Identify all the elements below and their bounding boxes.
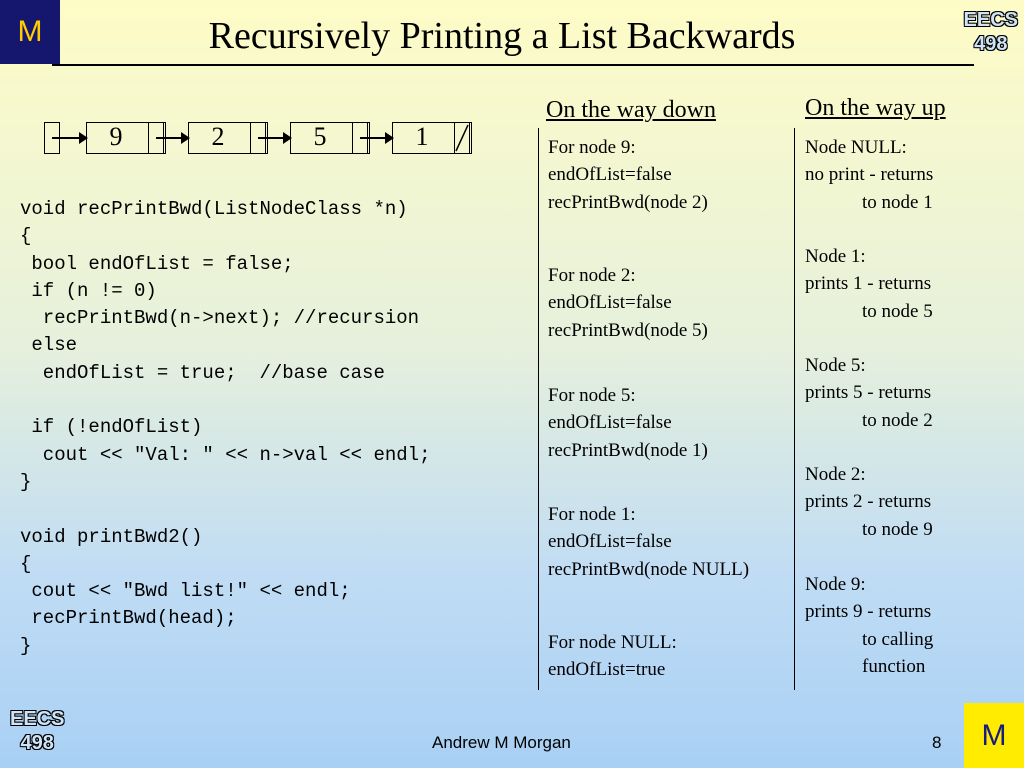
page-number: 8 xyxy=(932,733,942,752)
code-listing: void recPrintBwd(ListNodeClass *n) { boo… xyxy=(20,198,431,657)
footer-course-label: EECS 498 xyxy=(10,707,64,755)
footer-university-logo: M xyxy=(964,703,1024,768)
next-arrow xyxy=(258,132,292,144)
next-arrow xyxy=(360,132,394,144)
page-title: Recursively Printing a List Backwards xyxy=(208,15,796,57)
list-node-box xyxy=(392,122,472,154)
footer-course-label-line2: 498 xyxy=(20,732,54,754)
way-up-heading: On the way up xyxy=(805,95,946,121)
university-logo: M xyxy=(0,0,60,64)
head-arrow xyxy=(52,132,88,144)
way-up-step: Node 1: prints 1 - returns to node 5 xyxy=(805,246,933,322)
way-down-step: For node 1: endOfList=false recPrintBwd(… xyxy=(548,504,750,580)
null-pointer-box xyxy=(454,122,470,154)
way-up-step: Node 2: prints 2 - returns to node 9 xyxy=(805,464,933,540)
title-divider xyxy=(52,64,974,66)
way-up-step: Node NULL: no print - returns to node 1 xyxy=(805,137,934,213)
way-down-step: For node 2: endOfList=false recPrintBwd(… xyxy=(548,265,708,341)
list-node-value: 5 xyxy=(313,122,327,151)
way-up-step: Node 5: prints 5 - returns to node 2 xyxy=(805,355,933,431)
footer-author: Andrew M Morgan xyxy=(432,733,571,752)
list-node-value: 2 xyxy=(211,122,225,151)
course-label-line2: 498 xyxy=(974,33,1008,55)
way-down-step: For node NULL: endOfList=true xyxy=(548,632,677,681)
course-label: EECS 498 xyxy=(964,8,1018,56)
course-label-line1: EECS xyxy=(963,9,1018,31)
next-arrow xyxy=(156,132,190,144)
list-node-value: 9 xyxy=(109,122,123,151)
null-slash-icon xyxy=(455,124,469,152)
footer-course-label-line1: EECS xyxy=(10,708,65,730)
way-down-step: For node 5: endOfList=false recPrintBwd(… xyxy=(548,385,708,461)
way-down-heading: On the way down xyxy=(546,97,716,123)
way-up-step: Node 9: prints 9 - returns to calling fu… xyxy=(805,574,934,677)
way-down-step: For node 9: endOfList=false recPrintBwd(… xyxy=(548,137,708,213)
list-node-value: 1 xyxy=(415,122,429,151)
way-down-divider xyxy=(538,128,539,690)
way-up-divider xyxy=(794,128,795,690)
